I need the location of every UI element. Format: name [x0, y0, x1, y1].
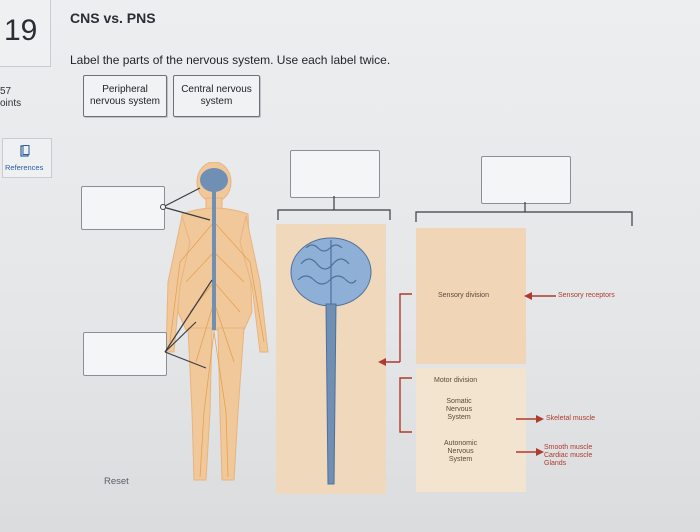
page-title: CNS vs. PNS	[70, 10, 156, 26]
human-body-figure	[165, 162, 269, 481]
drop-box-pns[interactable]	[481, 156, 571, 204]
sensory-panel	[416, 228, 526, 364]
motor-panel	[416, 368, 526, 492]
smooth-cardiac-glands-label: Smooth muscle Cardiac muscle Glands	[544, 444, 593, 467]
book-icon	[20, 145, 30, 157]
autonomic-label: Autonomic Nervous System	[444, 440, 478, 463]
label-chip-peripheral[interactable]: Peripheral nervous system	[83, 75, 167, 117]
instructions: Label the parts of the nervous system. U…	[70, 53, 391, 67]
question-number: 19	[4, 14, 38, 47]
question-number-panel: 19	[0, 0, 51, 67]
references-label: References	[5, 163, 44, 172]
points-label: oints	[0, 98, 22, 109]
sensory-receptors-label: Sensory receptors	[558, 292, 615, 299]
label-chip-central[interactable]: Central nervous system	[173, 75, 260, 117]
drop-box-nerves[interactable]	[83, 332, 167, 376]
references-button[interactable]: References	[2, 138, 52, 178]
brain-spinal-cord-illustration	[290, 237, 372, 485]
drop-box-brain-spine[interactable]	[81, 186, 165, 230]
points-value: 57	[0, 86, 12, 97]
sensory-division-label: Sensory division	[438, 292, 489, 299]
skeletal-muscle-label: Skeletal muscle	[546, 415, 596, 422]
points-display: 57 oints	[0, 86, 21, 110]
reset-button[interactable]: Reset	[104, 476, 129, 487]
drop-box-cns[interactable]	[290, 150, 380, 198]
motor-division-label: Motor division	[434, 377, 478, 384]
somatic-label: Somatic Nervous System	[446, 398, 473, 421]
